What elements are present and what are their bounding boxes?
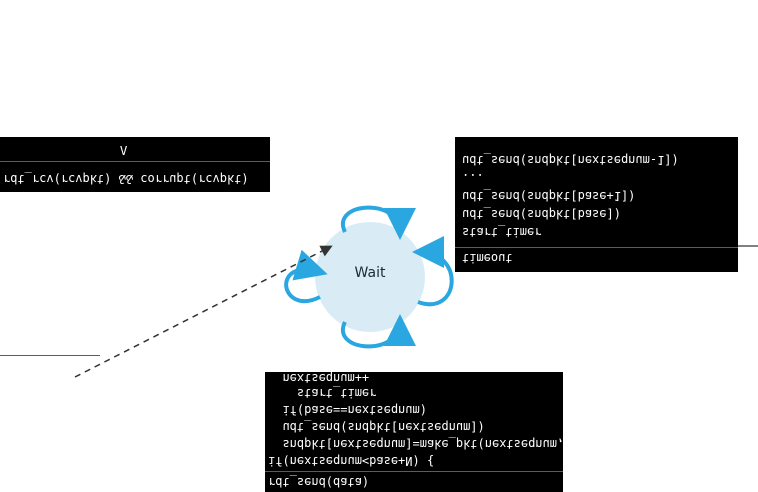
wait-state — [315, 222, 425, 332]
self-loop-right — [412, 236, 454, 307]
self-loop-left — [284, 249, 328, 304]
self-loop-top — [340, 314, 416, 349]
self-loop-bottom — [340, 205, 416, 240]
wait-state-label: Wait — [355, 265, 386, 281]
initial-arrow — [74, 245, 333, 378]
